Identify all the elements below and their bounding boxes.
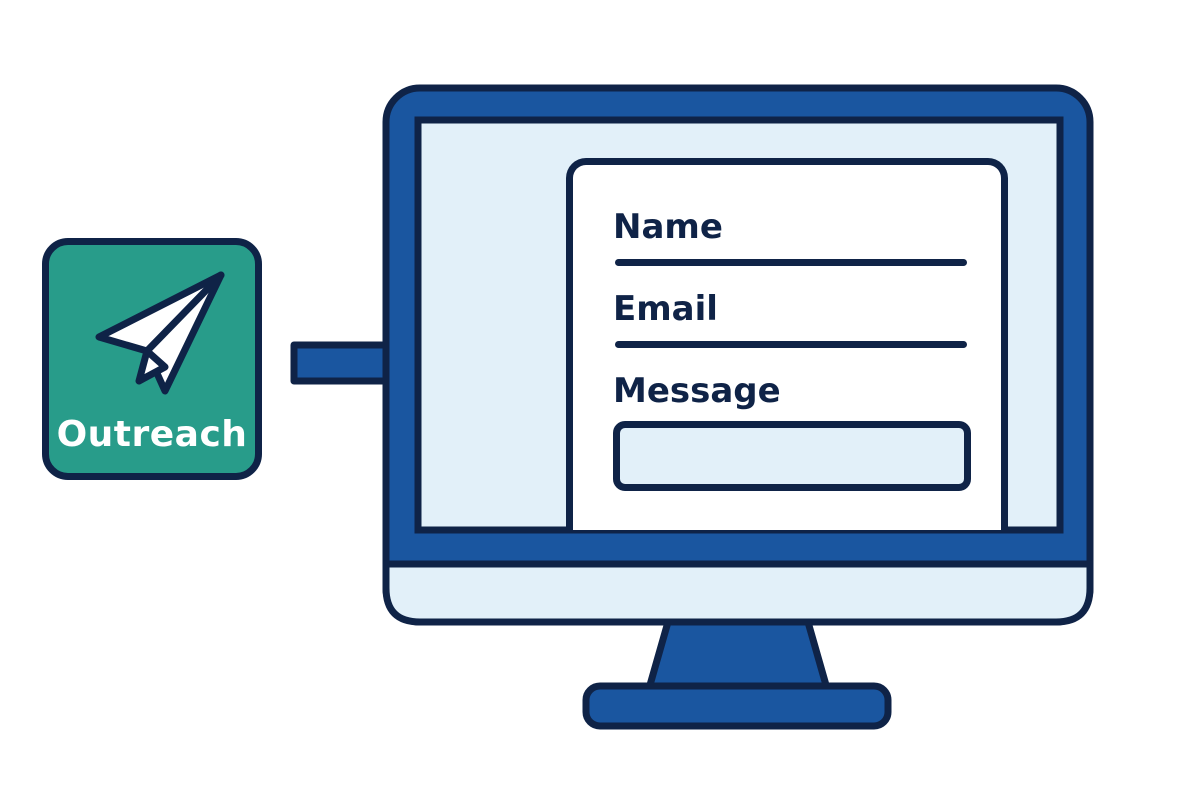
paper-plane-icon bbox=[95, 271, 225, 395]
name-field[interactable] bbox=[615, 259, 967, 266]
email-field[interactable] bbox=[615, 341, 967, 348]
message-field[interactable] bbox=[613, 421, 971, 491]
name-label: Name bbox=[613, 207, 723, 247]
contact-form: Name Email Message bbox=[566, 158, 1008, 530]
app-label: Outreach bbox=[56, 414, 248, 455]
outreach-app-tile[interactable]: Outreach bbox=[42, 238, 262, 480]
email-label: Email bbox=[613, 289, 718, 329]
message-label: Message bbox=[613, 371, 781, 411]
